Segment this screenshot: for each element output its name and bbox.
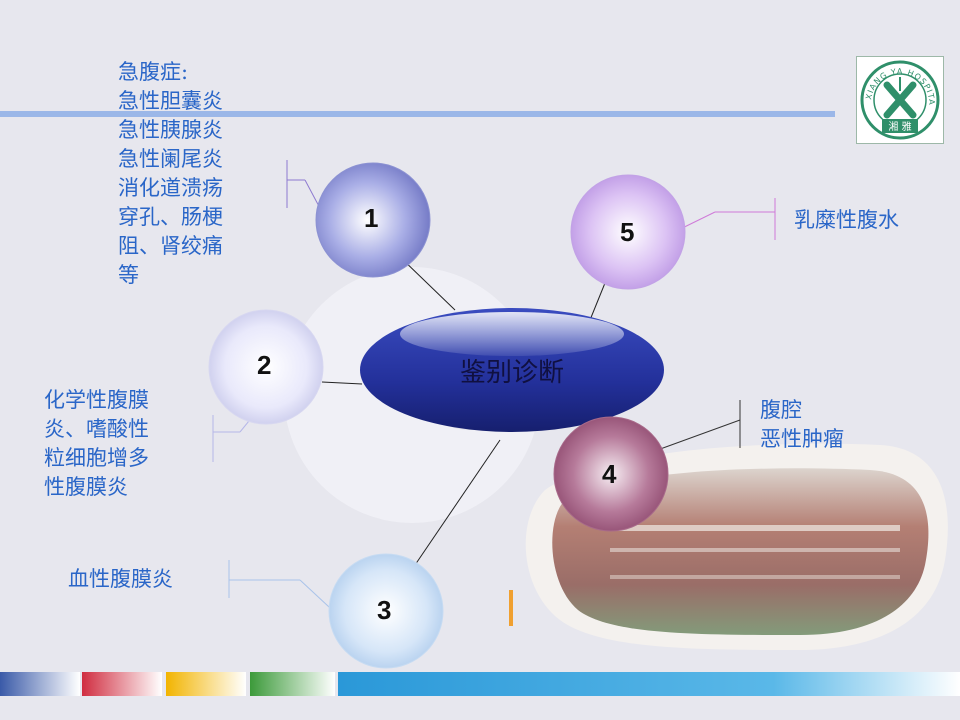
callout-3 bbox=[228, 560, 344, 621]
node-2-text: 化学性腹膜 炎、嗜酸性 粒细胞增多 性腹膜炎 bbox=[44, 386, 149, 502]
node-1-circle bbox=[315, 162, 431, 278]
connector-2 bbox=[321, 381, 363, 385]
node-5-line: 乳糜性腹水 bbox=[794, 208, 899, 232]
node-1-line: 急腹症: bbox=[118, 60, 189, 84]
node-2-circle bbox=[208, 309, 324, 425]
node-2-line: 粒细胞增多 bbox=[44, 446, 149, 470]
logo-seal-text: 湘 雅 bbox=[888, 120, 911, 133]
callout-1 bbox=[286, 160, 323, 213]
node-2-line: 性腹膜炎 bbox=[44, 475, 128, 499]
hospital-logo: XIANG YA HOSPITAL 湘 雅 bbox=[854, 50, 944, 144]
node-5-number: 5 bbox=[620, 217, 635, 247]
orange-marker bbox=[509, 590, 513, 626]
node-4-number: 4 bbox=[602, 459, 617, 489]
node-2-number: 2 bbox=[257, 350, 272, 380]
header-line bbox=[0, 111, 835, 117]
connector-5 bbox=[589, 282, 606, 321]
node-4-text: 腹腔 恶性肿瘤 bbox=[760, 396, 844, 454]
node-1-line: 阻、肾绞痛 bbox=[118, 234, 223, 258]
node-5-circle bbox=[570, 174, 686, 290]
hospital-seal-icon: XIANG YA HOSPITAL 湘 雅 bbox=[854, 50, 940, 140]
node-4-line: 恶性肿瘤 bbox=[760, 427, 844, 451]
node-3-circle bbox=[328, 553, 444, 669]
node-5-text: 乳糜性腹水 bbox=[794, 206, 899, 235]
node-1-line: 等 bbox=[118, 263, 139, 287]
callout-4 bbox=[651, 400, 741, 453]
node-3-text: 血性腹膜炎 bbox=[68, 565, 173, 594]
node-1-line: 急性阑尾炎 bbox=[118, 147, 223, 171]
node-4-circle bbox=[553, 416, 669, 532]
node-2-line: 化学性腹膜 bbox=[44, 388, 149, 412]
node-3-number: 3 bbox=[377, 595, 392, 625]
center-ellipse-highlight bbox=[400, 312, 624, 356]
node-3-line: 血性腹膜炎 bbox=[68, 567, 173, 591]
node-1-line: 急性胰腺炎 bbox=[118, 118, 223, 142]
center-label: 鉴别诊断 bbox=[459, 358, 564, 388]
connector-3 bbox=[414, 439, 501, 566]
node-1-text: 急腹症: 急性胆囊炎 急性胰腺炎 急性阑尾炎 消化道溃疡 穿孔、肠梗 阻、肾绞痛… bbox=[118, 58, 223, 290]
bottom-color-bar bbox=[0, 672, 960, 696]
node-1-line: 消化道溃疡 bbox=[118, 176, 223, 200]
node-1-number: 1 bbox=[364, 203, 379, 233]
node-4-line: 腹腔 bbox=[760, 398, 802, 422]
node-2-line: 炎、嗜酸性 bbox=[44, 417, 149, 441]
node-1-line: 穿孔、肠梗 bbox=[118, 205, 223, 229]
node-1-line: 急性胆囊炎 bbox=[118, 89, 223, 113]
